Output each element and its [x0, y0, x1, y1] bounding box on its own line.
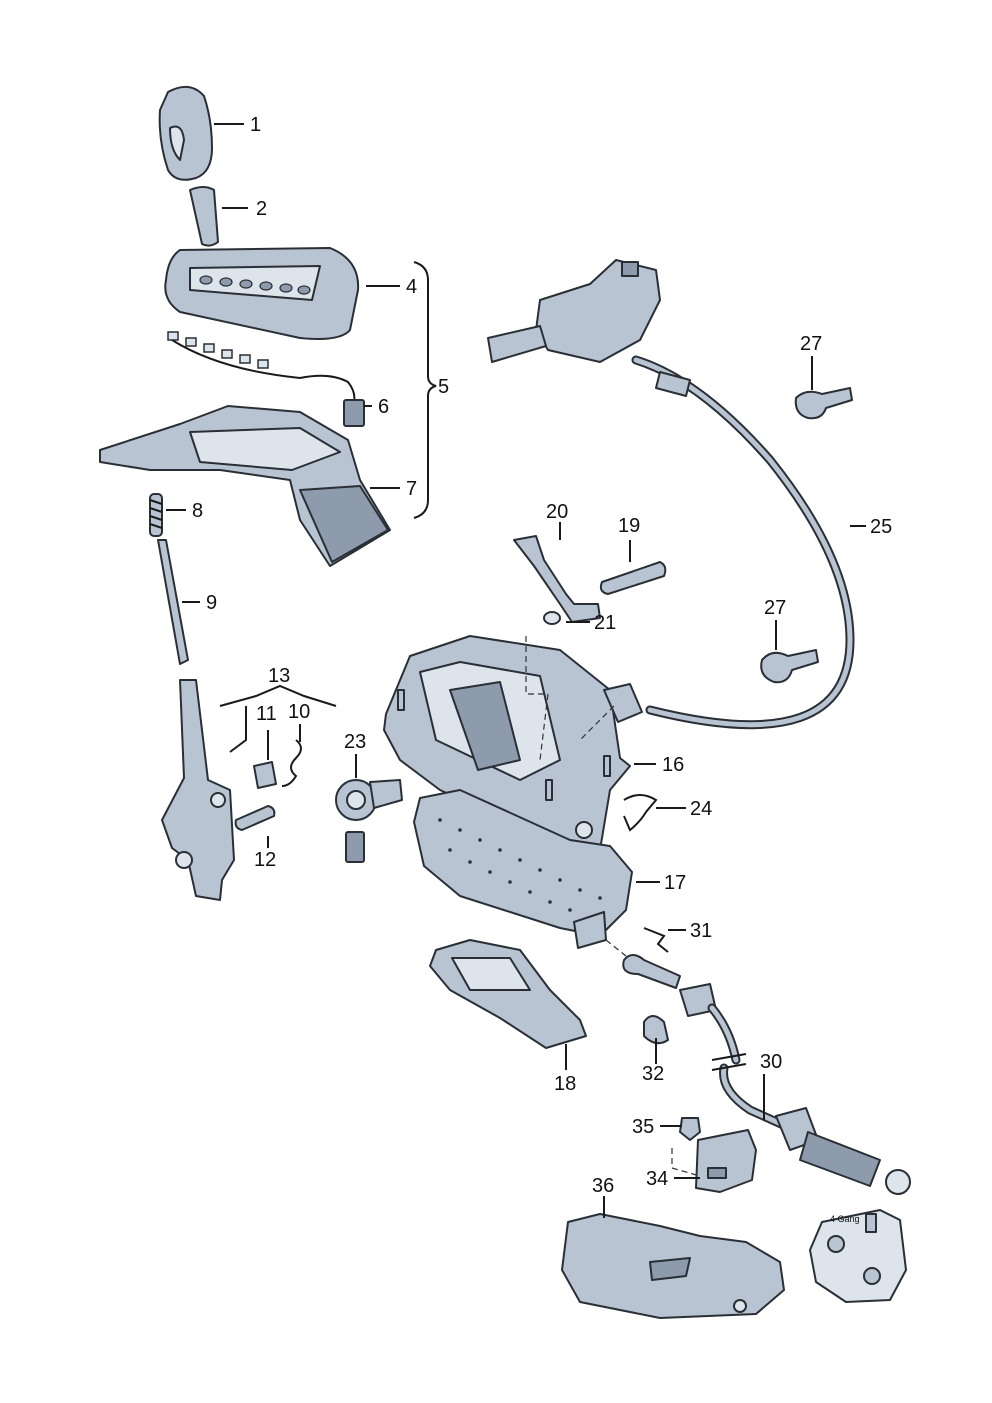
callout-21: 21: [594, 612, 616, 634]
selector-lever: [161, 679, 235, 901]
callout-17: 17: [664, 872, 686, 894]
callout-labels: 1 2 4 5 6 7 8 9 10 11 12 13 16 17 18 19 …: [192, 114, 892, 1197]
housing-base: [413, 789, 633, 949]
callout-20: 20: [546, 501, 568, 523]
callout-31: 31: [690, 920, 712, 942]
callout-1: 1: [250, 114, 261, 136]
heat-shield: [561, 1213, 785, 1319]
circlip: [543, 611, 561, 625]
callout-2: 2: [256, 198, 267, 220]
ignition-lock: [487, 259, 661, 363]
bolt: [599, 561, 667, 595]
cable-clamp: [643, 1015, 669, 1045]
callout-27-upper: 27: [800, 333, 822, 355]
callout-11: 11: [256, 703, 277, 725]
callout-23: 23: [344, 731, 366, 753]
cable-tie-upper: [794, 387, 853, 420]
mechanism-housing: [383, 635, 631, 861]
leader-lines: [166, 123, 866, 1218]
callout-4: 4: [406, 276, 417, 298]
cable-tie-lower: [760, 649, 819, 684]
locking-clip: [253, 761, 277, 789]
callout-7: 7: [406, 478, 417, 500]
callout-19: 19: [618, 515, 640, 537]
selector-cable: [622, 954, 911, 1195]
lock-cable: [603, 355, 855, 730]
knob-sleeve: [189, 186, 219, 247]
spring-clip: [623, 794, 658, 832]
callout-18: 18: [554, 1073, 576, 1095]
callout-13: 13: [268, 665, 290, 687]
callout-30: 30: [760, 1051, 782, 1073]
callout-5: 5: [438, 376, 449, 398]
locking-lever: [513, 535, 601, 623]
callout-9: 9: [206, 592, 217, 614]
callout-25: 25: [870, 516, 892, 538]
shift-knob: [158, 85, 213, 181]
spring: [149, 493, 163, 537]
gearbox-housing: 4 Gang: [809, 1209, 907, 1303]
cable-bracket: [695, 1129, 757, 1193]
callout-36: 36: [592, 1175, 614, 1197]
gearbox-stamp: 4 Gang: [830, 1214, 860, 1224]
callout-34: 34: [646, 1168, 668, 1190]
pin: [234, 805, 276, 831]
mounting-bolt: [679, 1117, 701, 1141]
push-rod: [157, 539, 189, 665]
indicator-light-strip: [167, 331, 365, 427]
trim-frame: [99, 405, 391, 567]
callout-8: 8: [192, 500, 203, 522]
callout-12: 12: [254, 849, 276, 871]
callout-6: 6: [378, 396, 389, 418]
solenoid: [335, 779, 403, 863]
callout-32: 32: [642, 1063, 664, 1085]
small-clip: [643, 927, 669, 953]
callout-16: 16: [662, 754, 684, 776]
callout-27-lower: 27: [764, 597, 786, 619]
retaining-spring: [281, 739, 302, 787]
callout-35: 35: [632, 1116, 654, 1138]
callout-10: 10: [288, 701, 310, 723]
lower-cover: [429, 939, 587, 1049]
callout-24: 24: [690, 798, 712, 820]
selector-cover: [164, 247, 360, 340]
